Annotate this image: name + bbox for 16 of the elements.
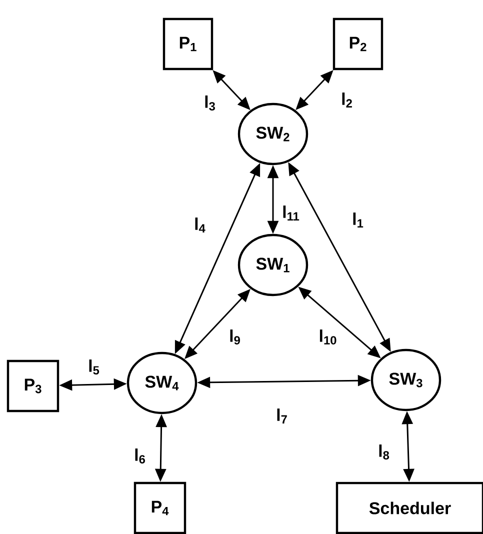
edge-label: l$_{3}$ — [203, 94, 217, 112]
process-box: Scheduler — [336, 482, 483, 534]
process-box: P$_{3}$ — [6, 360, 60, 412]
edge-label: l$_{11}$ — [281, 204, 301, 222]
edge-label: l$_{4}$ — [193, 216, 207, 234]
edge-label: l$_{6}$ — [133, 447, 147, 464]
edge-label: l$_{8}$ — [377, 443, 391, 460]
edge-label: l$_{1}$ — [351, 212, 365, 228]
edge-label: l$_{9}$ — [228, 328, 242, 346]
edge-label: l$_{10}$ — [318, 328, 338, 346]
process-box: P$_{1}$ — [162, 18, 214, 70]
edge-label: l$_{5}$ — [87, 358, 101, 376]
process-box: P$_{4}$ — [134, 482, 186, 534]
edge-label: l$_{2}$ — [340, 92, 354, 108]
edge-label: l$_{7}$ — [275, 408, 289, 424]
process-box: P$_{2}$ — [332, 18, 384, 70]
